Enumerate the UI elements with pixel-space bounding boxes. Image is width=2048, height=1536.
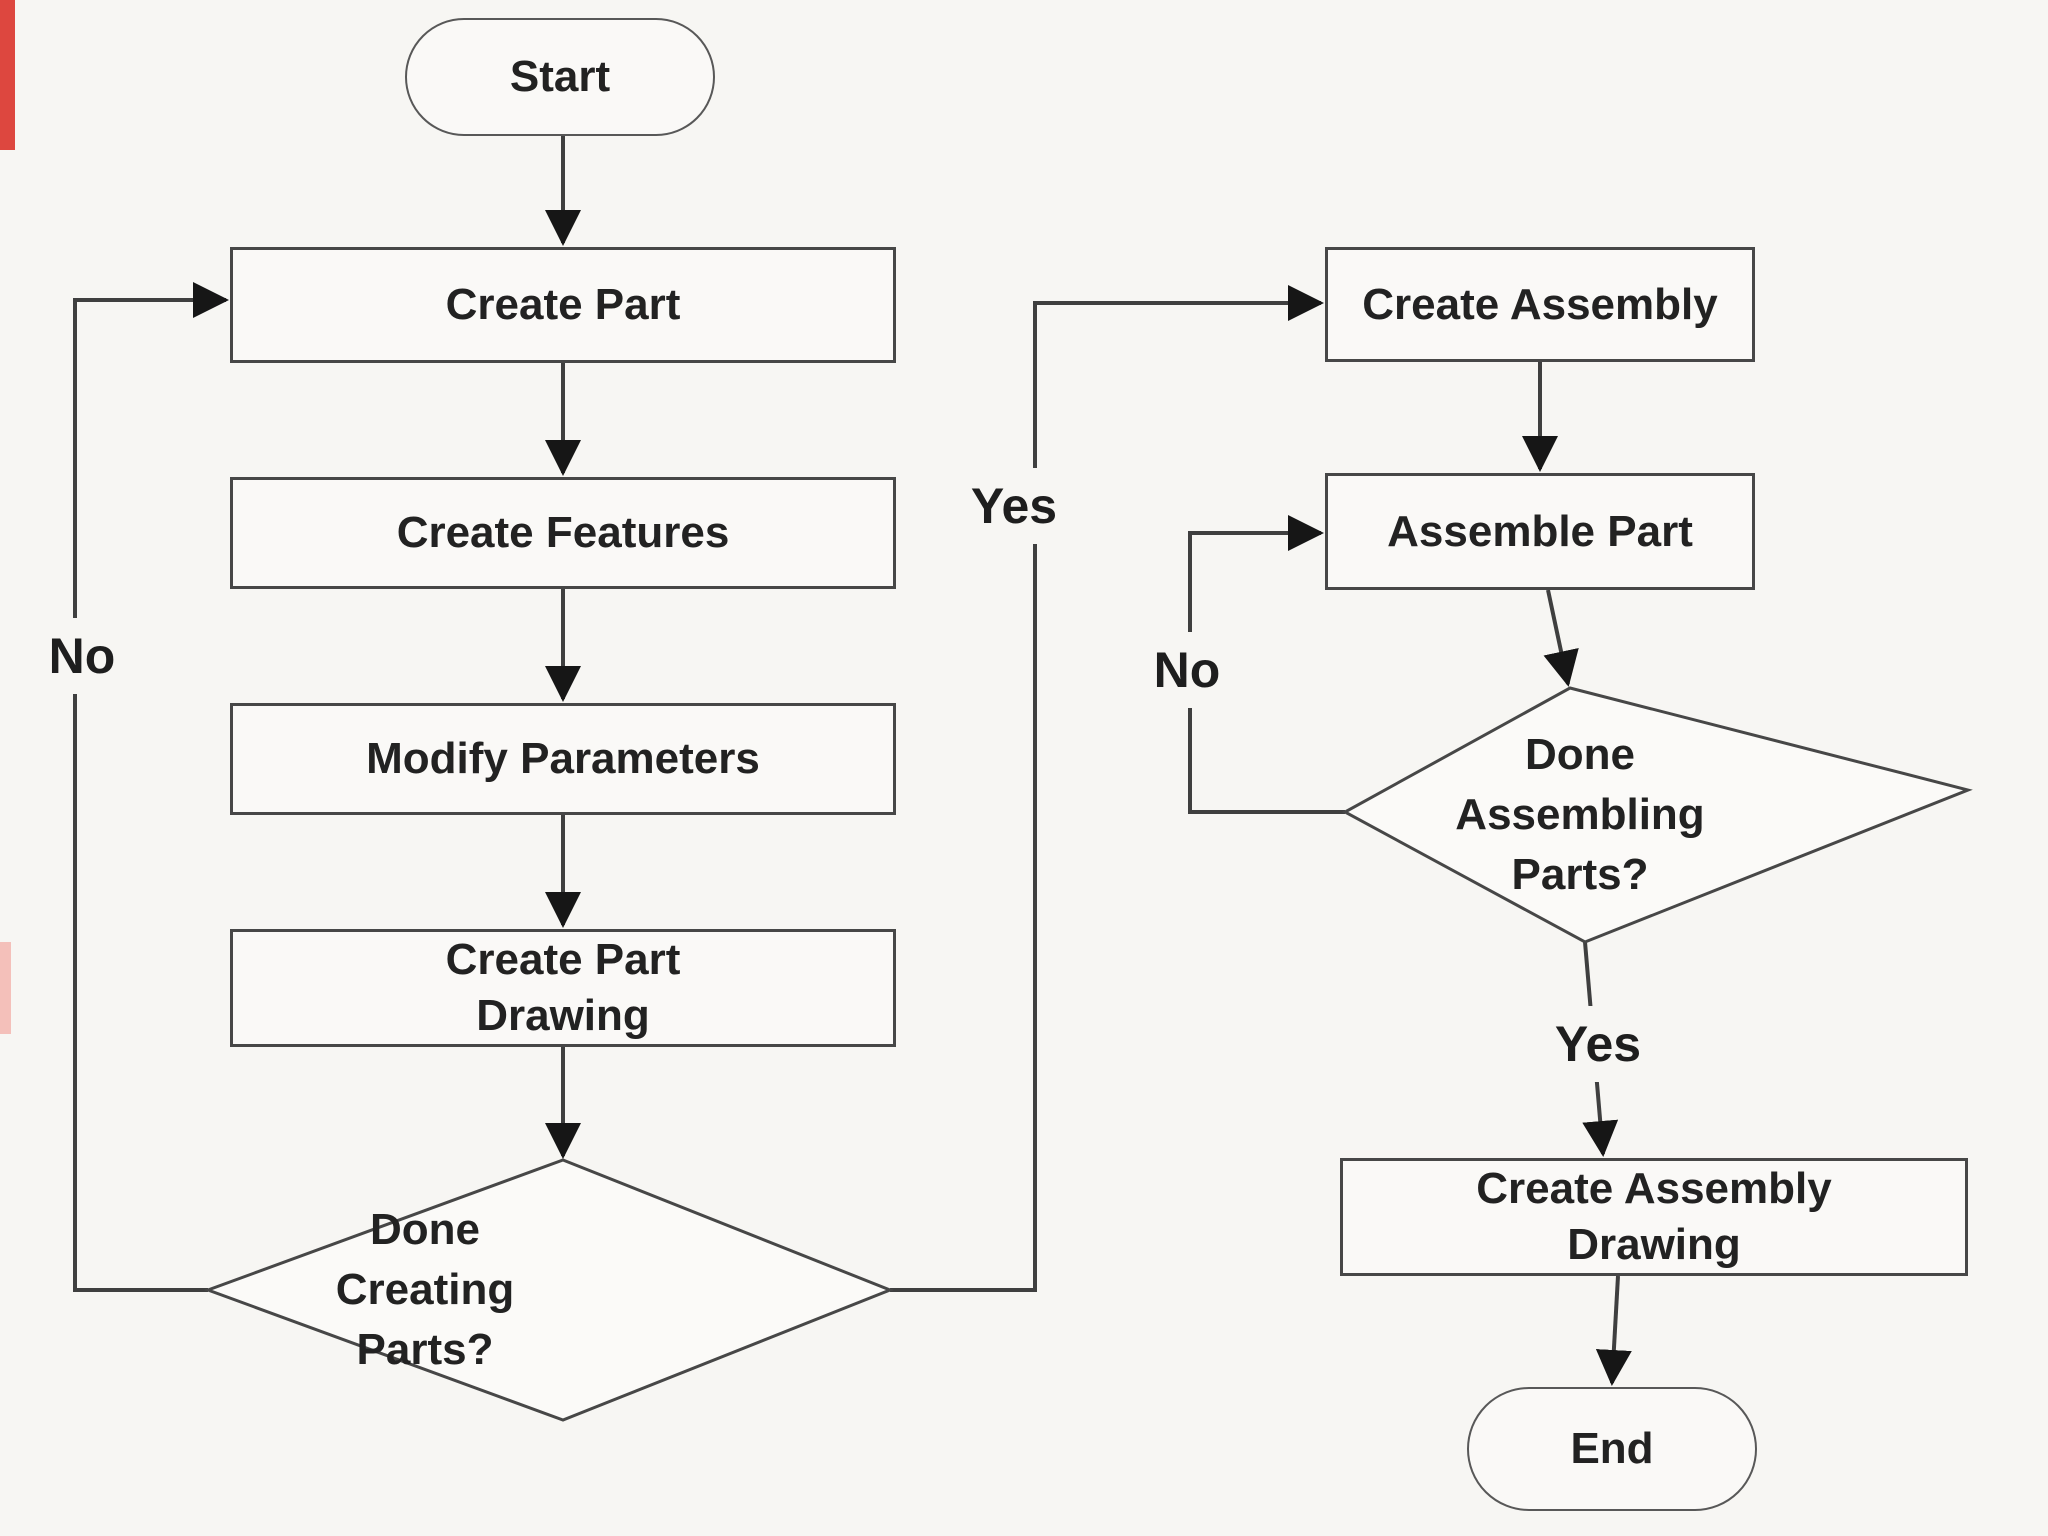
- assemble-part-box: Assemble Part: [1325, 473, 1755, 590]
- no-edge-label-right: No: [1132, 632, 1242, 708]
- create-part-label: Create Part: [445, 280, 681, 329]
- connector-yes-to-create-assembly: [890, 285, 1324, 1292]
- start-label: Start: [509, 52, 611, 101]
- no-edge-label-left: No: [28, 618, 136, 694]
- red-edge-artifact: [0, 0, 15, 150]
- create-features-label: Create Features: [396, 508, 730, 557]
- create-features-box: Create Features: [230, 477, 896, 589]
- assemble-part-label: Assemble Part: [1387, 506, 1693, 556]
- modify-parameters-label: Modify Parameters: [366, 734, 760, 783]
- connector-create-assembly-drawing-to-end: [1595, 1275, 1632, 1386]
- yes-edge-label-left: Yes: [948, 468, 1080, 544]
- create-assembly-label: Create Assembly: [1362, 279, 1718, 329]
- end-label: End: [1570, 1424, 1654, 1473]
- done-creating-parts-diamond: [203, 1158, 895, 1422]
- create-assembly-drawing-label: Create Assembly Drawing: [1476, 1164, 1832, 1269]
- create-part-drawing-box: Create Part Drawing: [230, 929, 896, 1047]
- done-creating-parts-label: Done Creating Parts?: [335, 1205, 515, 1374]
- modify-parameters-box: Modify Parameters: [230, 703, 896, 815]
- create-part-box: Create Part: [230, 247, 896, 363]
- connector-no-loop-left: [73, 282, 229, 1292]
- create-part-drawing-label: Create Part Drawing: [445, 935, 681, 1040]
- done-assembling-parts-label: Done Assembling Parts?: [1455, 730, 1705, 899]
- start-terminal: Start: [405, 18, 715, 136]
- done-assembling-parts-diamond: [1341, 686, 1973, 944]
- yes-edge-label-right: Yes: [1528, 1006, 1668, 1082]
- create-assembly-box: Create Assembly: [1325, 247, 1755, 362]
- end-terminal: End: [1467, 1387, 1757, 1511]
- connector-assemble-part-to-decision: [1543, 589, 1579, 687]
- create-assembly-drawing-box: Create Assembly Drawing: [1340, 1158, 1968, 1276]
- pink-edge-artifact: [0, 942, 11, 1034]
